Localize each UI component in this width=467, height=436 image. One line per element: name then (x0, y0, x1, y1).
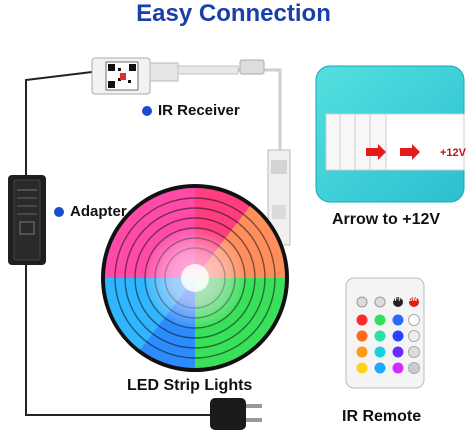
power-adapter (8, 175, 46, 265)
adapter-to-receiver-cable (25, 71, 93, 175)
qr-code-icon (105, 61, 139, 91)
power-plug-icon (210, 398, 262, 430)
adapter-text: Adapter (70, 203, 127, 220)
ir-receiver-label: IR Receiver (142, 102, 240, 119)
ir-receiver-box (91, 57, 265, 95)
arrow-to-12v-label: Arrow to +12V (332, 211, 441, 228)
led-strip-segment (267, 149, 291, 246)
remote-on-button-label: ON (408, 297, 417, 303)
arrow-icon (366, 144, 386, 160)
label-dot (54, 207, 64, 218)
connector-callout: +12V (315, 65, 467, 203)
adapter-to-plug-cable (25, 262, 210, 416)
remote-off-button-label: OFF (390, 297, 402, 303)
arrow-icon (400, 144, 420, 160)
page-title: Easy Connection (136, 0, 331, 27)
connector-12v-marking: +12V (440, 147, 467, 159)
led-strip-lights-label: LED Strip Lights (127, 377, 253, 394)
ir-receiver-text: IR Receiver (158, 102, 240, 119)
led-strip-reel (101, 184, 289, 372)
ir-remote-label: IR Remote (342, 408, 422, 425)
label-dot (142, 106, 152, 117)
ir-remote (345, 277, 425, 389)
adapter-label: Adapter (54, 203, 127, 220)
